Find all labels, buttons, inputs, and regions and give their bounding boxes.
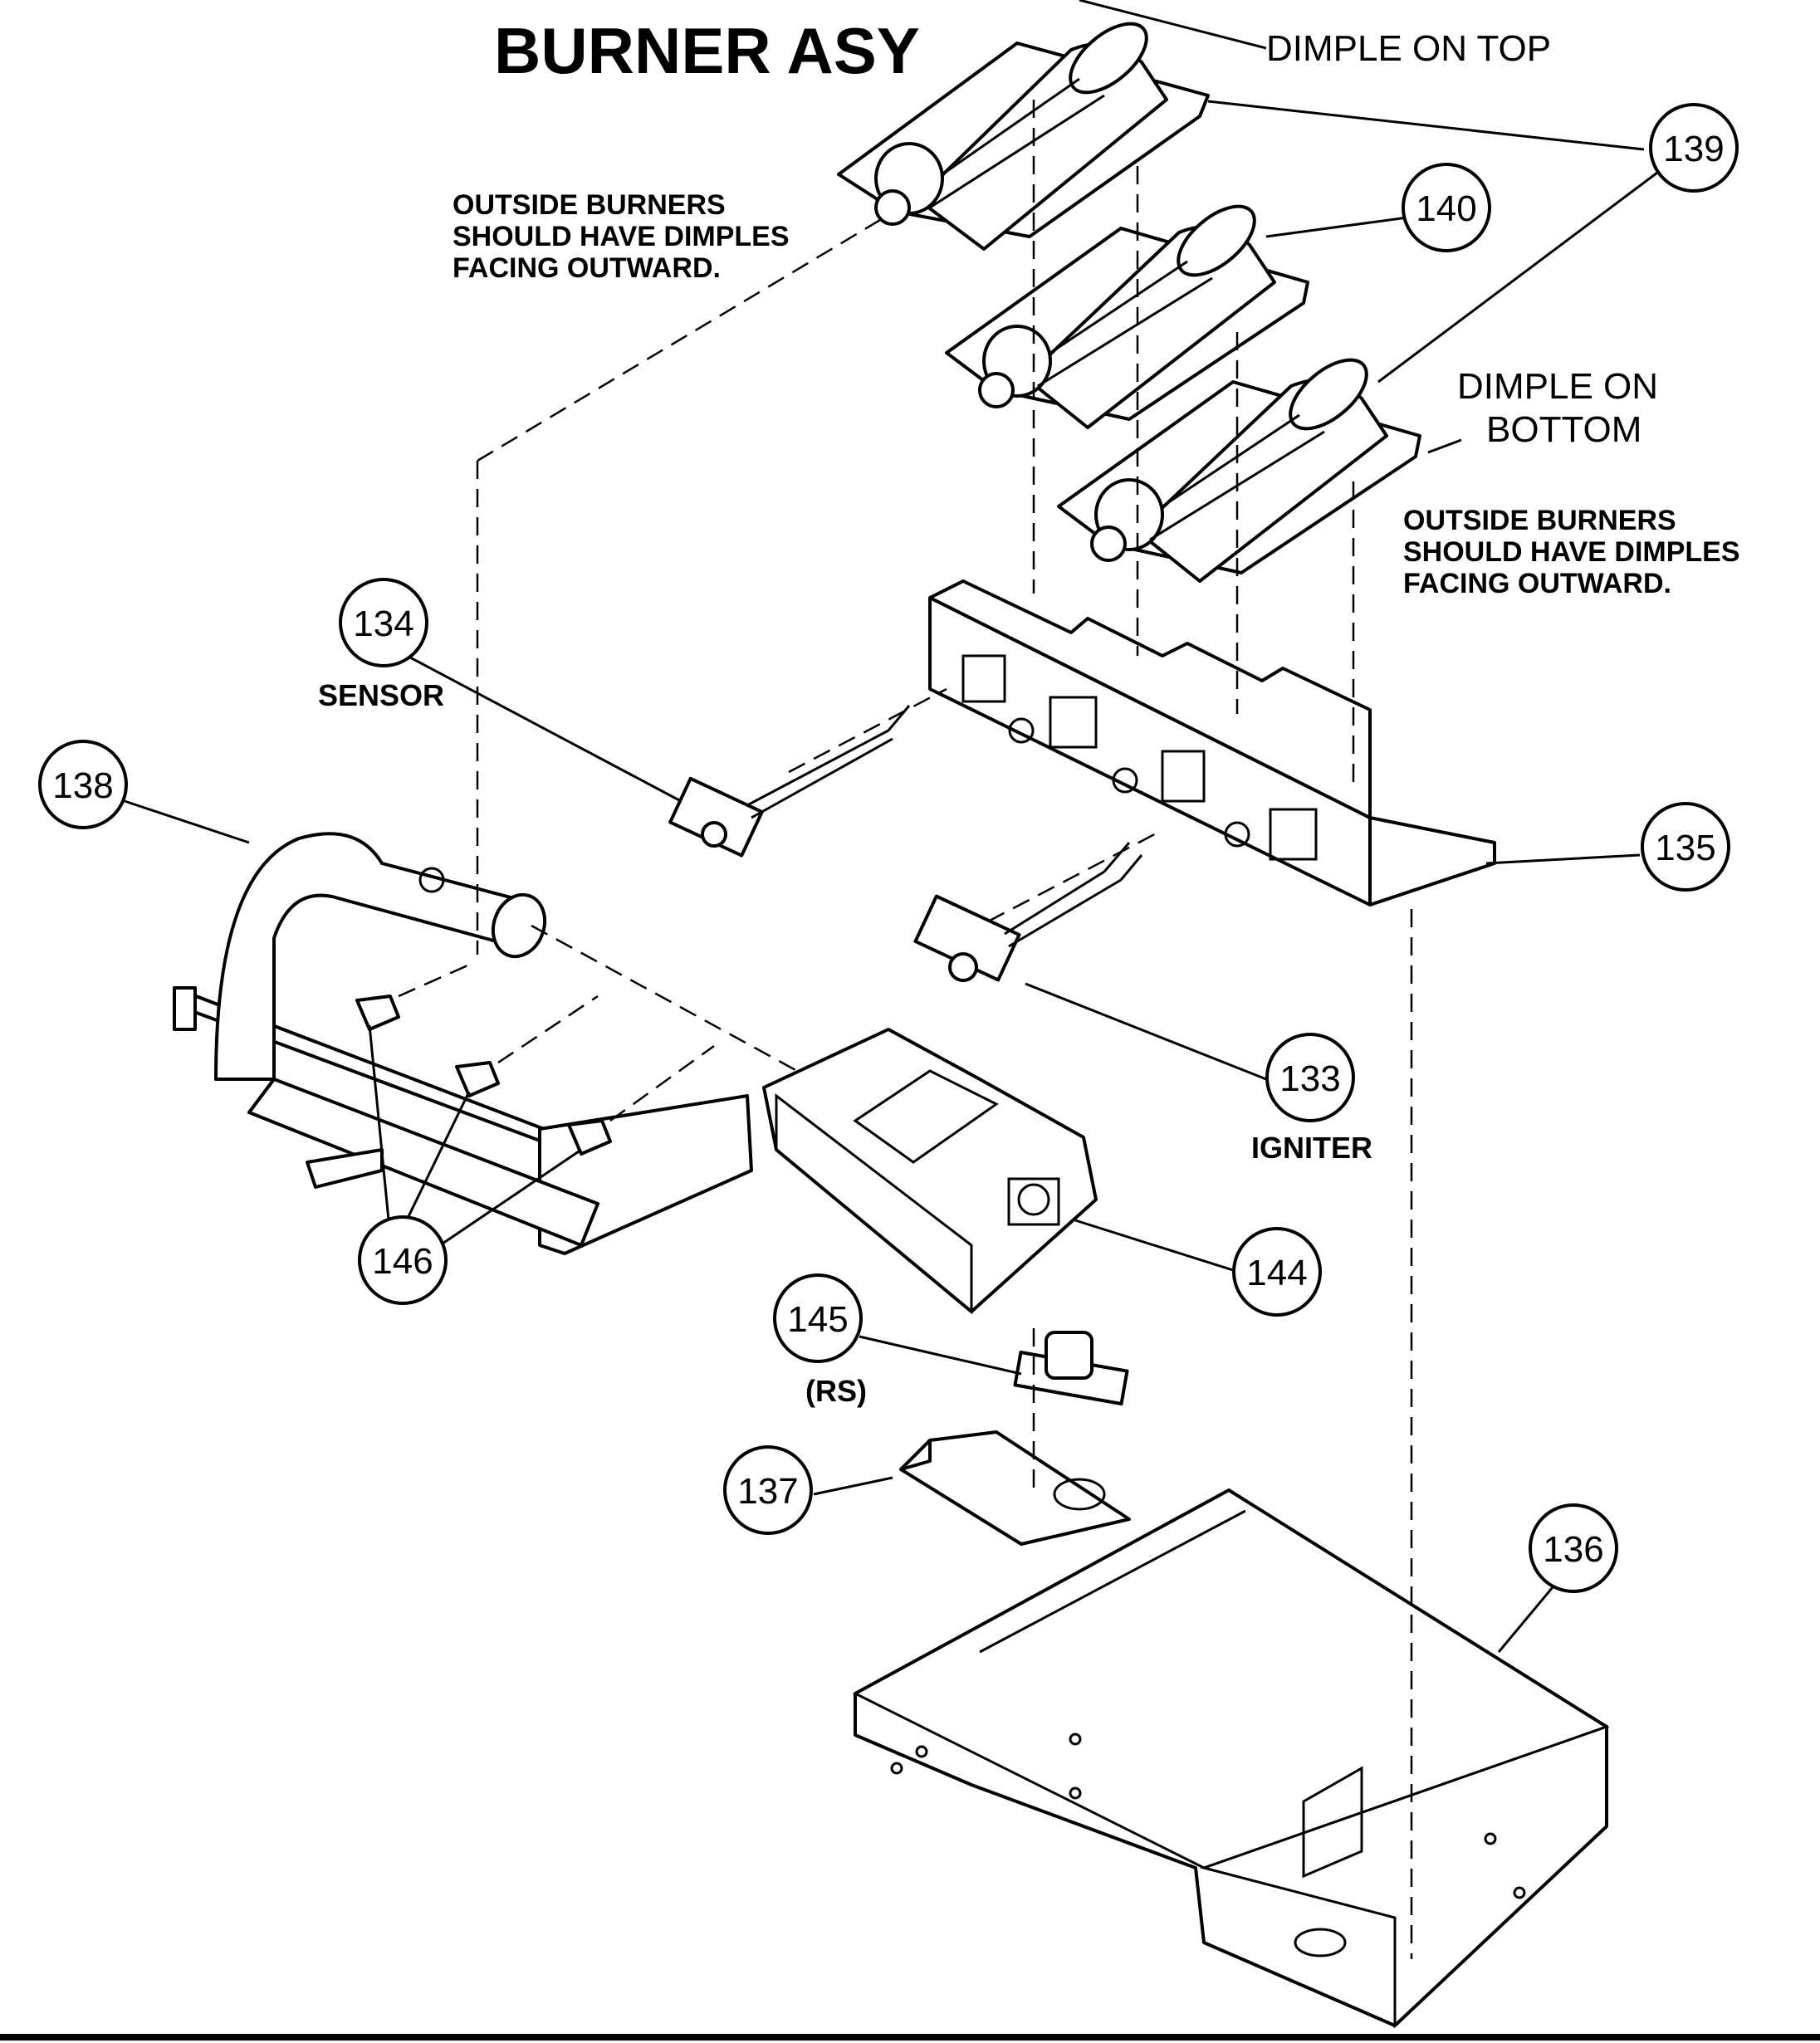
svg-text:138: 138 xyxy=(52,765,113,806)
burner-middle xyxy=(945,204,1309,429)
svg-text:140: 140 xyxy=(1416,188,1476,229)
svg-text:136: 136 xyxy=(1543,1529,1603,1570)
svg-text:137: 137 xyxy=(737,1471,798,1512)
callout-144: 144 xyxy=(1232,1227,1322,1317)
burner-bracket xyxy=(928,579,1496,907)
switch-bracket xyxy=(899,1430,1131,1546)
callout-133: 133 xyxy=(1265,1033,1355,1122)
label-sensor: SENSOR xyxy=(318,678,444,712)
note-outside-right-line1: OUTSIDE BURNERS xyxy=(1403,505,1676,536)
gas-valve xyxy=(762,1028,1098,1315)
note-outside-left-line3: FACING OUTWARD. xyxy=(453,252,721,284)
burner-orifices xyxy=(355,995,612,1156)
label-igniter: IGNITER xyxy=(1251,1131,1372,1165)
note-dimple-on-bottom-line2: BOTTOM xyxy=(1486,409,1641,450)
hot-surface-igniter xyxy=(913,842,1143,982)
callout-138: 138 xyxy=(38,740,128,829)
assembly-guide-lines xyxy=(398,100,1413,1959)
gas-manifold xyxy=(173,832,753,1255)
note-outside-right-line2: SHOULD HAVE DIMPLES xyxy=(1403,536,1740,568)
callout-140: 140 xyxy=(1402,163,1491,252)
burner-bottom xyxy=(1057,358,1421,583)
svg-text:135: 135 xyxy=(1655,828,1715,868)
note-dimple-on-top: DIMPLE ON TOP xyxy=(1266,28,1551,69)
svg-text:146: 146 xyxy=(372,1241,433,1282)
callout-135: 135 xyxy=(1641,802,1730,892)
callout-137: 137 xyxy=(723,1445,813,1535)
burner-box xyxy=(852,1488,1610,2029)
diagram-title: BURNER ASY xyxy=(494,14,920,87)
callout-146: 146 xyxy=(358,1215,448,1305)
rollout-switch xyxy=(1013,1331,1129,1405)
callout-139: 139 xyxy=(1649,103,1739,193)
note-outside-left-line1: OUTSIDE BURNERS xyxy=(453,189,726,221)
svg-text:134: 134 xyxy=(353,604,413,644)
svg-text:139: 139 xyxy=(1663,129,1724,169)
svg-text:144: 144 xyxy=(1246,1253,1307,1293)
callout-134: 134 xyxy=(339,578,428,667)
bottom-rule xyxy=(0,2034,1820,2041)
note-outside-left-line2: SHOULD HAVE DIMPLES xyxy=(453,221,790,252)
svg-text:133: 133 xyxy=(1279,1058,1340,1099)
svg-text:145: 145 xyxy=(787,1299,848,1340)
burner-top xyxy=(837,22,1210,251)
leader-lines xyxy=(124,0,1661,1653)
label-rs: (RS) xyxy=(805,1374,867,1408)
note-outside-right-line3: FACING OUTWARD. xyxy=(1403,568,1671,599)
note-dimple-on-bottom-line1: DIMPLE ON xyxy=(1457,366,1658,407)
callout-145: 145 xyxy=(773,1273,863,1363)
callout-136: 136 xyxy=(1529,1503,1618,1593)
